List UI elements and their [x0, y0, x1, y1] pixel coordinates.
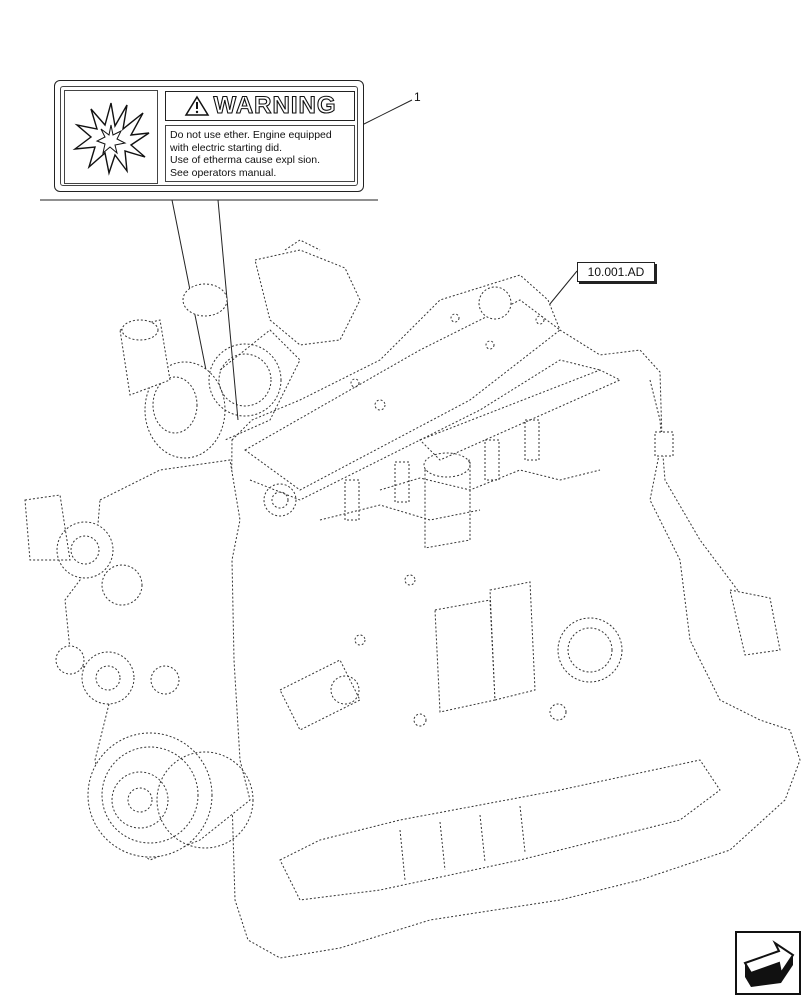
- engine-block: [24, 239, 801, 959]
- reference-link-box[interactable]: 10.001.AD: [577, 262, 655, 282]
- decal-text-line: Do not use ether. Engine equipped: [170, 129, 332, 141]
- callout-item-1: 1: [414, 90, 421, 104]
- decal-text-line: See operators manual.: [170, 166, 277, 179]
- decal-heading: WARNING: [165, 91, 355, 121]
- decal-frame: WARNING Do not use ether. Engine equippe…: [60, 86, 358, 186]
- decal-heading-text: WARNING: [213, 92, 337, 119]
- leader-line-decal-b: [217, 199, 239, 421]
- warning-decal: WARNING Do not use ether. Engine equippe…: [54, 80, 364, 192]
- warning-triangle-icon: [184, 95, 209, 116]
- next-page-button[interactable]: [735, 931, 801, 995]
- leader-line-1: [361, 99, 413, 126]
- decal-text-line: Use of etherma cause expl sion.: [170, 154, 320, 166]
- decal-text-line: with electric starting did.: [170, 141, 283, 154]
- explosion-pictogram: [64, 90, 158, 184]
- next-page-arrow-icon: [743, 940, 795, 987]
- leader-line-ref: [544, 270, 578, 311]
- explosion-icon: [72, 102, 150, 176]
- reference-box-shadow: [579, 264, 657, 284]
- decal-text-block: Do not use ether. Engine equipped with e…: [165, 125, 355, 182]
